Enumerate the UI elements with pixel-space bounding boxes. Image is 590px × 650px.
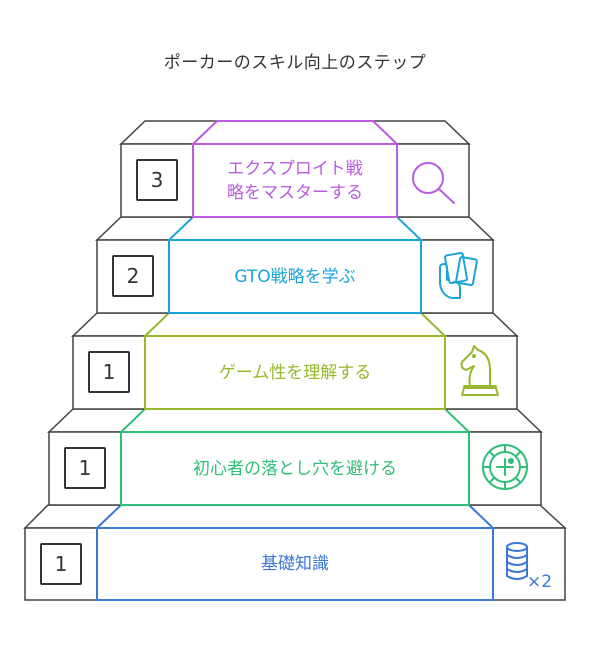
roulette-wheel-icon — [482, 444, 528, 490]
step-label-gto: GTO戦略を学ぶ — [234, 266, 356, 287]
step-number-badge: 1 — [64, 447, 106, 489]
step-3-shape — [71, 312, 519, 410]
step-1-shape — [119, 120, 471, 218]
step-5-shape — [23, 504, 567, 601]
chess-knight-icon — [460, 345, 499, 396]
magnifier-icon — [412, 162, 455, 204]
step-number-badge: 2 — [112, 255, 154, 297]
step-label-exploit: エクスプロイト戦 略をマスターする — [193, 144, 397, 217]
step-2-shape — [95, 216, 495, 314]
step-label-line-2: 略をマスターする — [227, 182, 363, 203]
step-number-badge: 3 — [136, 159, 178, 201]
hand-holding-cards-icon — [439, 251, 478, 299]
step-number-badge: 1 — [40, 543, 82, 585]
step-label-basics: 基礎知識 — [261, 554, 329, 574]
page-title: ポーカーのスキル向上のステップ — [163, 53, 427, 73]
step-label-game-nature: ゲーム性を理解する — [218, 362, 372, 383]
step-label-line-1: エクスプロイト戦 — [227, 158, 363, 179]
coin-stack-multiplier: ×2 — [527, 572, 552, 592]
coin-stack-icon — [506, 542, 528, 580]
step-number-badge: 1 — [88, 351, 130, 393]
step-label-pitfalls: 初心者の落とし穴を避ける — [193, 458, 397, 479]
